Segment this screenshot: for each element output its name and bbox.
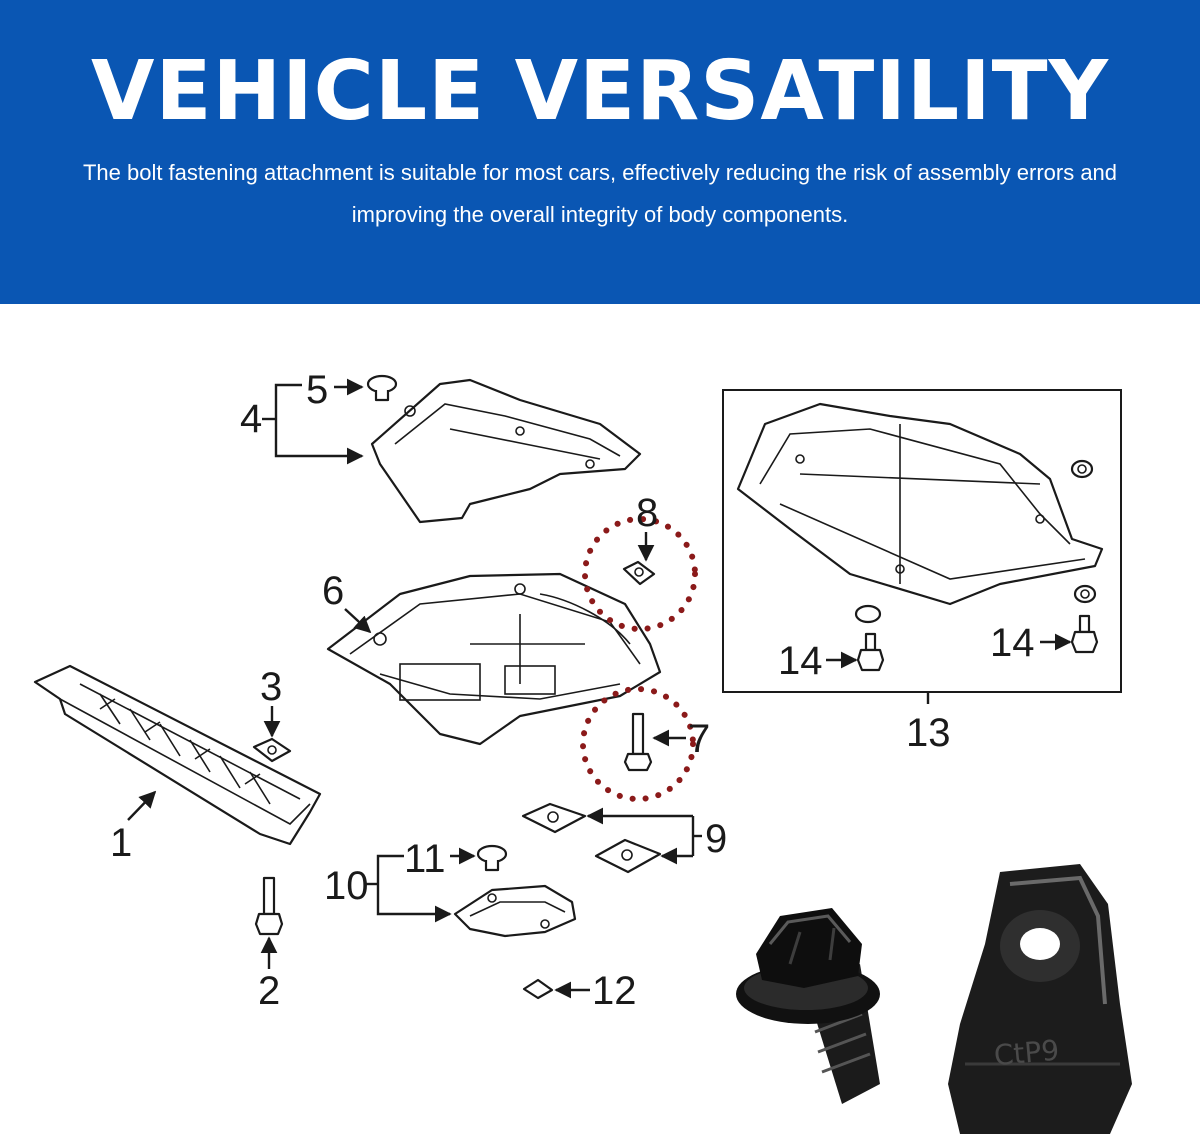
- callout-1: 1: [110, 821, 132, 865]
- photo-flange-bolt: [736, 908, 880, 1104]
- callout-11: 11: [404, 837, 446, 881]
- part-2-bolt: [254, 876, 284, 936]
- callout-2: 2: [258, 969, 280, 1013]
- callout-4: 4: [240, 397, 262, 441]
- callout-6: 6: [322, 569, 344, 613]
- callout-9: 9: [705, 817, 727, 861]
- part-11-cap: [476, 844, 508, 872]
- part-1-bracket: [33, 664, 322, 846]
- part-4-upper-shield: [370, 378, 642, 524]
- highlight-circle-8: [582, 516, 698, 632]
- callout-10: 10: [324, 864, 369, 908]
- part-12-clip: [522, 978, 554, 1000]
- callout-7: 7: [688, 717, 710, 761]
- highlight-circle-7: [580, 686, 696, 802]
- callout-6-arrow: [344, 608, 372, 634]
- callout-12: 12: [592, 969, 637, 1013]
- callout-3: 3: [260, 665, 282, 709]
- photo-u-nut: CtP9: [948, 864, 1132, 1134]
- part-6-main-shield: [326, 572, 662, 746]
- callout-4-bracket: [262, 383, 364, 465]
- part-5-cap: [366, 374, 398, 402]
- part-9-speed-nuts: [521, 802, 662, 874]
- part-14-washers: [854, 459, 1097, 624]
- callout-5: 5: [306, 368, 328, 412]
- part-13-engine-shield: [736, 402, 1104, 606]
- parts-diagram-svg: 4 5 6 1 3 2 8: [33, 368, 1132, 1134]
- page-title: VEHICLE VERSATILITY: [91, 44, 1109, 139]
- part-7-bolt: [623, 712, 653, 772]
- callout-1-arrow: [127, 790, 157, 821]
- part-3-clip-nut: [252, 737, 292, 763]
- callout-8: 8: [636, 491, 658, 535]
- callout-14-left: 14: [778, 639, 823, 683]
- nut-marking: CtP9: [993, 1034, 1061, 1073]
- part-10-small-shield: [453, 884, 577, 938]
- parts-diagram: 4 5 6 1 3 2 8: [0, 304, 1200, 1137]
- header-banner: VEHICLE VERSATILITY The bolt fastening a…: [0, 0, 1200, 304]
- callout-14-right: 14: [990, 621, 1035, 665]
- callout-13: 13: [906, 711, 951, 755]
- page-subtitle: The bolt fastening attachment is suitabl…: [82, 160, 1118, 227]
- part-14-bolt-b: [1070, 614, 1099, 654]
- part-14-bolt-a: [856, 632, 885, 672]
- part-8-clip: [622, 560, 656, 586]
